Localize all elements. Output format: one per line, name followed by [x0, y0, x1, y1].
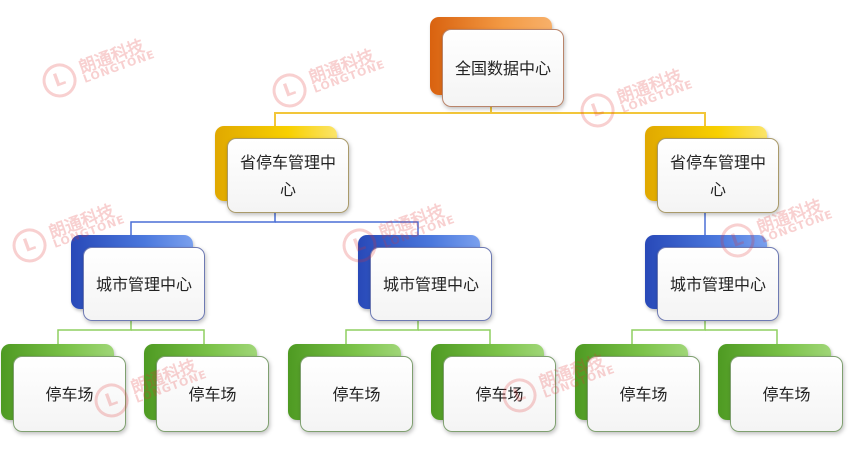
node-label: 停车场	[156, 356, 269, 432]
node-national-data-center: 全国数据中心	[430, 17, 564, 107]
node-parking-lot: 停车场	[1, 344, 126, 432]
node-city-center: 城市管理中心	[358, 235, 492, 321]
node-label: 停车场	[730, 356, 843, 432]
connector-provincial-to-city	[130, 213, 276, 236]
node-parking-lot: 停车场	[144, 344, 269, 432]
node-parking-lot: 停车场	[575, 344, 700, 432]
connector-city-to-parking	[418, 329, 491, 345]
node-label: 停车场	[300, 356, 413, 432]
node-label: 城市管理中心	[83, 247, 205, 321]
connector-city-to-parking	[57, 321, 132, 345]
node-label: 停车场	[443, 356, 556, 432]
connector-root-to-provincial	[274, 107, 492, 127]
connector-city-to-parking	[345, 321, 419, 345]
connector-city-to-parking	[631, 321, 706, 345]
node-provincial-center: 省停车管理中心	[645, 126, 779, 213]
node-parking-lot: 停车场	[431, 344, 556, 432]
node-city-center: 城市管理中心	[645, 235, 779, 321]
node-label: 城市管理中心	[657, 247, 779, 321]
connector-city-to-parking	[705, 329, 778, 345]
node-label: 城市管理中心	[370, 247, 492, 321]
connector-root-to-provincial	[491, 112, 706, 127]
node-label: 停车场	[587, 356, 700, 432]
node-label: 省停车管理中心	[657, 138, 779, 213]
node-label: 全国数据中心	[442, 29, 564, 107]
node-label: 省停车管理中心	[227, 138, 349, 213]
connector-city-to-parking	[131, 329, 205, 345]
connector-provincial-to-city	[275, 221, 419, 236]
node-parking-lot: 停车场	[288, 344, 413, 432]
node-provincial-center: 省停车管理中心	[215, 126, 349, 213]
node-label: 停车场	[13, 356, 126, 432]
node-city-center: 城市管理中心	[71, 235, 205, 321]
node-parking-lot: 停车场	[718, 344, 843, 432]
